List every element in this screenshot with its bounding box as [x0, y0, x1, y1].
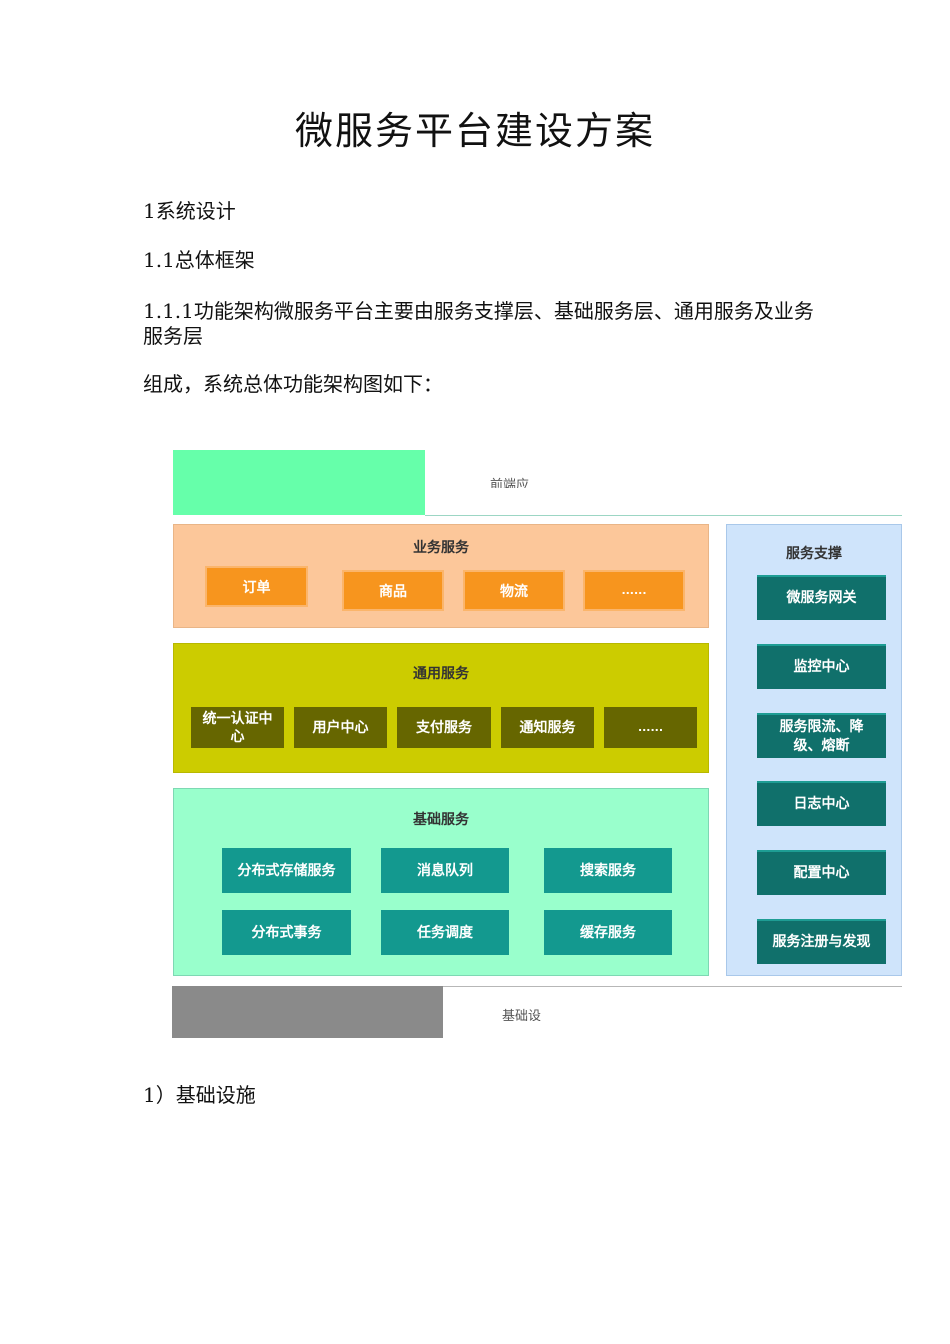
base-item-distributed-storage: 分布式存储服务 [222, 848, 351, 893]
support-item-monitoring: 监控中心 [757, 644, 886, 689]
infrastructure-divider [443, 986, 902, 987]
general-item-unified-auth: 统一认证中心 [191, 707, 284, 748]
support-item-rate-limit: 服务限流、降级、熔断 [757, 713, 886, 758]
heading-system-design: 1系统设计 [143, 199, 236, 223]
support-item-registry: 服务注册与发现 [757, 919, 886, 964]
business-item-more: ...... [585, 572, 683, 609]
business-item-order: 订单 [207, 568, 306, 605]
paragraph-functional-architecture: 1.1.1功能架构微服务平台主要由服务支撑层、基础服务层、通用服务及业务服务层 [143, 299, 814, 348]
heading-overall-framework: 1.1总体框架 [143, 248, 255, 272]
base-item-task-scheduling: 任务调度 [381, 910, 509, 955]
general-item-notification: 通知服务 [501, 707, 594, 748]
general-services-title: 通用服务 [413, 666, 469, 682]
general-item-payment: 支付服务 [397, 707, 491, 748]
front-end-block [173, 450, 425, 515]
business-item-logistics: 物流 [465, 572, 563, 609]
infrastructure-label: 基础设 [502, 1009, 542, 1021]
document-title: 微服务平台建设方案 [294, 109, 655, 153]
support-item-gateway: 微服务网关 [757, 575, 886, 620]
base-item-distributed-transaction: 分布式事务 [222, 910, 351, 955]
general-item-more: ...... [604, 707, 697, 748]
paragraph-composition: 组成，系统总体功能架构图如下： [143, 372, 443, 396]
business-services-title: 业务服务 [413, 540, 469, 556]
general-item-user-center: 用户中心 [294, 707, 387, 748]
heading-infrastructure: 1）基础设施 [143, 1083, 256, 1107]
support-item-logging: 日志中心 [757, 781, 886, 826]
base-item-cache: 缓存服务 [544, 910, 672, 955]
front-end-divider [425, 515, 902, 516]
base-services-title: 基础服务 [413, 812, 469, 828]
base-item-search: 搜索服务 [544, 848, 672, 893]
service-support-title: 服务支撑 [786, 546, 842, 562]
business-item-product: 商品 [344, 572, 442, 609]
front-end-label: 前端应 [490, 478, 530, 488]
infrastructure-block [172, 986, 443, 1038]
base-item-message-queue: 消息队列 [381, 848, 509, 893]
support-item-config: 配置中心 [757, 850, 886, 895]
